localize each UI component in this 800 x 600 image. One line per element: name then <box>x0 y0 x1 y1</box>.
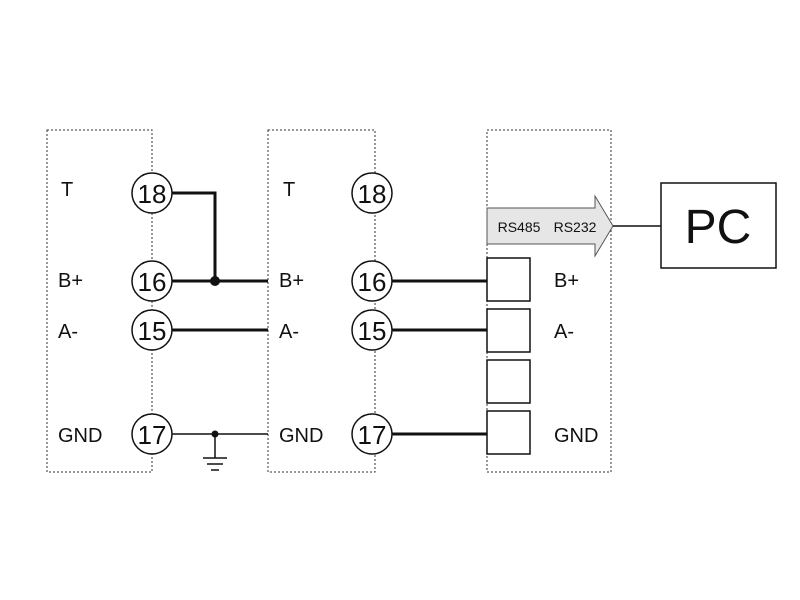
svg-text:17: 17 <box>358 420 387 450</box>
device-1-terminal-15: 15 <box>131 309 173 351</box>
svg-text:16: 16 <box>138 267 167 297</box>
arrow-label-rs485: RS485 <box>498 219 541 235</box>
device-2-label-t: T <box>283 179 295 201</box>
converter-terminal-empty <box>486 359 531 404</box>
device-2-terminal-16: 16 <box>351 260 393 302</box>
converter-terminal-a-minus <box>486 308 531 353</box>
svg-text:15: 15 <box>138 316 167 346</box>
device-2-terminal-17: 17 <box>351 413 393 455</box>
converter-label-gnd: GND <box>554 425 598 447</box>
svg-text:18: 18 <box>358 179 387 209</box>
converter-label-b-plus: B+ <box>554 270 579 292</box>
device-2-terminal-18: 18 <box>351 172 393 214</box>
wire-t-b-bridge <box>172 191 217 281</box>
arrow-label-rs232: RS232 <box>554 219 597 235</box>
device-1-label-b-plus: B+ <box>58 270 83 292</box>
junction-dot-b <box>210 276 220 286</box>
device-1-terminal-16: 16 <box>131 260 173 302</box>
svg-text:17: 17 <box>138 420 167 450</box>
svg-text:15: 15 <box>358 316 387 346</box>
rs485-rs232-arrow <box>486 194 614 258</box>
svg-text:16: 16 <box>358 267 387 297</box>
device-1-terminal-18: 18 <box>131 172 173 214</box>
device-1-terminal-17: 17 <box>131 413 173 455</box>
ground-icon <box>203 434 227 471</box>
device-2-label-a-minus: A- <box>279 321 299 343</box>
device-2-terminal-15: 15 <box>351 309 393 351</box>
device-1-label-a-minus: A- <box>58 321 78 343</box>
pc-label: PC <box>685 201 752 254</box>
converter-label-a-minus: A- <box>554 321 574 343</box>
device-2-label-gnd: GND <box>279 425 323 447</box>
device-1-label-gnd: GND <box>58 425 102 447</box>
converter-terminal-gnd <box>486 410 531 455</box>
svg-text:18: 18 <box>138 179 167 209</box>
device-2-label-b-plus: B+ <box>279 270 304 292</box>
device-1-label-t: T <box>61 179 73 201</box>
converter-terminal-b-plus <box>486 257 531 302</box>
